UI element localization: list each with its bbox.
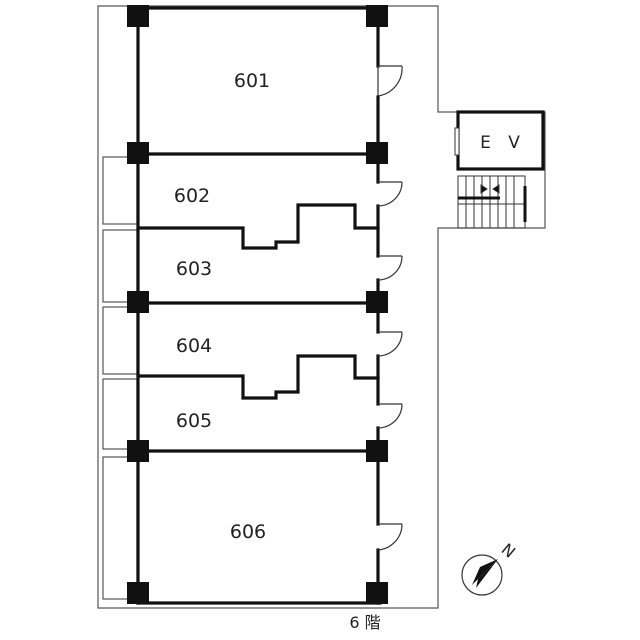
door-605	[377, 403, 403, 429]
elevator-label: E V	[480, 133, 526, 153]
door-603	[377, 255, 403, 281]
room-603-label: 603	[176, 258, 212, 280]
building-outline	[97, 5, 546, 609]
room-602-label: 602	[174, 185, 210, 207]
door-601	[377, 65, 403, 97]
compass-north-label: N	[498, 539, 519, 561]
doors	[377, 65, 403, 551]
room-601-label: 601	[234, 70, 270, 92]
room-606-label: 606	[230, 521, 266, 543]
floor-label: 6 階	[349, 613, 380, 632]
walls	[136, 6, 382, 605]
room-604-label: 604	[176, 335, 212, 357]
door-604	[377, 331, 403, 357]
staircase	[457, 175, 527, 229]
elevator: E V	[454, 110, 545, 171]
balcony-partitions	[102, 156, 138, 600]
door-602	[377, 181, 403, 207]
door-606	[377, 523, 403, 551]
compass: N	[461, 539, 519, 596]
room-605-label: 605	[176, 410, 212, 432]
columns	[127, 5, 388, 604]
